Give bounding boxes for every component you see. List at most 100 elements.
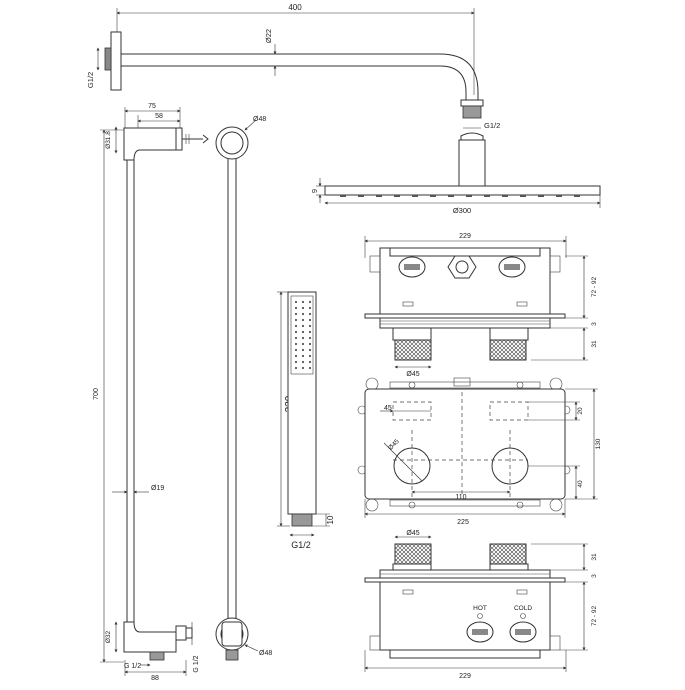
rail-bracket-dia-dimension (244, 119, 257, 131)
valve-bottom-knob-label: Ø45 (406, 530, 419, 537)
hand-shower-nozzle (308, 300, 312, 304)
valve-front-cutout-width-label: 45 (384, 405, 392, 412)
valve-top-knob-stem-left (392, 327, 432, 341)
hand-shower-connector-label: 10 (326, 515, 335, 524)
hand-shower-connector (291, 513, 313, 527)
valve-top-lip (389, 247, 541, 257)
hand-shower-nozzle (308, 360, 312, 364)
valve-front-cutout-height-label: 20 (577, 407, 584, 415)
valve-front-mount-hole (365, 498, 379, 512)
hand-shower-nozzle (294, 336, 298, 340)
valve-top-width-label: 229 (459, 233, 471, 240)
hand-shower-nozzle (301, 300, 305, 304)
arm-length-label: 400 (288, 3, 302, 12)
hand-shower-nozzle (294, 360, 298, 364)
arm-head-thread (462, 105, 482, 119)
valve-top-hex-bore (455, 260, 469, 274)
rail-elbow-dia-dimension (244, 644, 259, 652)
valve-front-back-box-top (389, 381, 541, 389)
head-height-label: 9 (310, 189, 319, 193)
arm-tube-dia-label: Ø22 (264, 29, 273, 43)
riser-rail-front-view: Ø48 Ø48 (215, 116, 272, 661)
arm-wall-flange (110, 31, 122, 91)
valve-bottom-lip (389, 649, 541, 659)
rail-top-screw-tip (202, 134, 209, 144)
hand-shower-nozzle (301, 360, 305, 364)
valve-bottom-hot-inlet-core (472, 629, 488, 635)
valve-bottom-depth-label: 72 - 92 (591, 606, 598, 627)
valve-bottom-slot (402, 589, 414, 595)
rail-length-label: 700 (93, 388, 100, 400)
hand-shower-nozzle (308, 330, 312, 334)
hand-shower-nozzle (308, 336, 312, 340)
valve-bottom-knob-stem-right (489, 563, 529, 571)
valve-front-height-label: 130 (595, 438, 602, 449)
rail-elbow-thread (225, 649, 239, 661)
hand-shower-nozzles (294, 300, 312, 370)
valve-top-hex-inlet (447, 255, 477, 279)
rail-bracket-width-label: 58 (155, 113, 163, 120)
hand-shower-nozzle (308, 354, 312, 358)
valve-top-outlet-right-core (504, 264, 520, 270)
hand-shower-nozzle (294, 306, 298, 310)
hand-shower-nozzle (308, 366, 312, 370)
hand-shower-nozzle (301, 324, 305, 328)
valve-front-width-label: 225 (457, 519, 469, 526)
valve-bottom-width-label: 229 (459, 673, 471, 680)
valve-front-view: 45 Ø45 110 225 20 130 40 (357, 377, 602, 526)
hand-shower-nozzle (294, 318, 298, 322)
rail-top-bracket-inner (220, 131, 244, 155)
valve-bottom-knob-depth-label: 31 (591, 553, 598, 561)
valve-bottom-ear-left (369, 635, 381, 651)
valve-top-ear-left (369, 255, 381, 273)
arm-head-thread-label: G1/2 (484, 121, 500, 130)
valve-top-depth-label: 72 - 92 (591, 277, 598, 298)
rail-top-bracket (123, 127, 177, 161)
hand-shower-nozzle (294, 354, 298, 358)
valve-bottom-cover-outer (364, 577, 566, 583)
hand-shower-body (287, 291, 317, 515)
shower-head-nozzles (340, 195, 580, 197)
valve-bottom-cold-inlet-core (515, 629, 531, 635)
valve-front-knob-offset-label: 40 (577, 480, 584, 488)
valve-bottom-hot-marker (477, 613, 483, 619)
valve-bottom-slot (516, 589, 528, 595)
hand-shower-spray-face (290, 295, 314, 375)
hand-shower-nozzle (301, 336, 305, 340)
head-swivel-body (458, 139, 486, 187)
valve-bottom-knob-stem-left (392, 563, 432, 571)
rail-dia-label: Ø19 (151, 485, 164, 492)
valve-front-mount-hole (549, 377, 563, 391)
valve-top-cover-outer (364, 313, 566, 319)
valve-front-mount-hole (408, 381, 416, 389)
hand-shower-nozzle (301, 312, 305, 316)
hand-shower-nozzle (301, 354, 305, 358)
valve-bottom-knob-right (489, 543, 527, 565)
valve-top-slot (402, 301, 414, 307)
valve-front-cover-plate (364, 388, 566, 500)
valve-top-ear-right (549, 255, 561, 273)
shower-head-plate (324, 185, 601, 196)
valve-top-slot (516, 301, 528, 307)
riser-rail-side-view: 75 58 Ø31.8 700 Ø19 Ø32 (93, 103, 209, 682)
valve-top-knob-depth-label: 31 (591, 340, 598, 348)
valve-bottom-gap-label: 3 (591, 574, 598, 578)
valve-front-back-box-bottom (389, 499, 541, 507)
rail-elbow-dia-label: Ø48 (259, 650, 272, 657)
shower-arm-drawing: 400 G1/2 Ø22 G1/2 (86, 3, 601, 215)
hand-shower-drawing: 220 10 G1/2 (277, 291, 335, 550)
hand-shower-nozzle (308, 342, 312, 346)
valve-top-knob-right (489, 339, 527, 361)
rail-inlet-thread (149, 651, 165, 661)
arm-tube-top (121, 53, 479, 100)
valve-bottom-ear-right (549, 635, 561, 651)
rail-bottom-nut (175, 625, 187, 641)
hand-shower-nozzle (301, 342, 305, 346)
valve-front-mount-hole (408, 501, 416, 509)
valve-front-knob-spacing-label: 110 (455, 494, 466, 501)
rail-bottom-nut-cap (185, 627, 193, 639)
valve-front-mount-hole (516, 381, 524, 389)
rail-inlet-thread-label: G 1/2 (124, 663, 141, 670)
